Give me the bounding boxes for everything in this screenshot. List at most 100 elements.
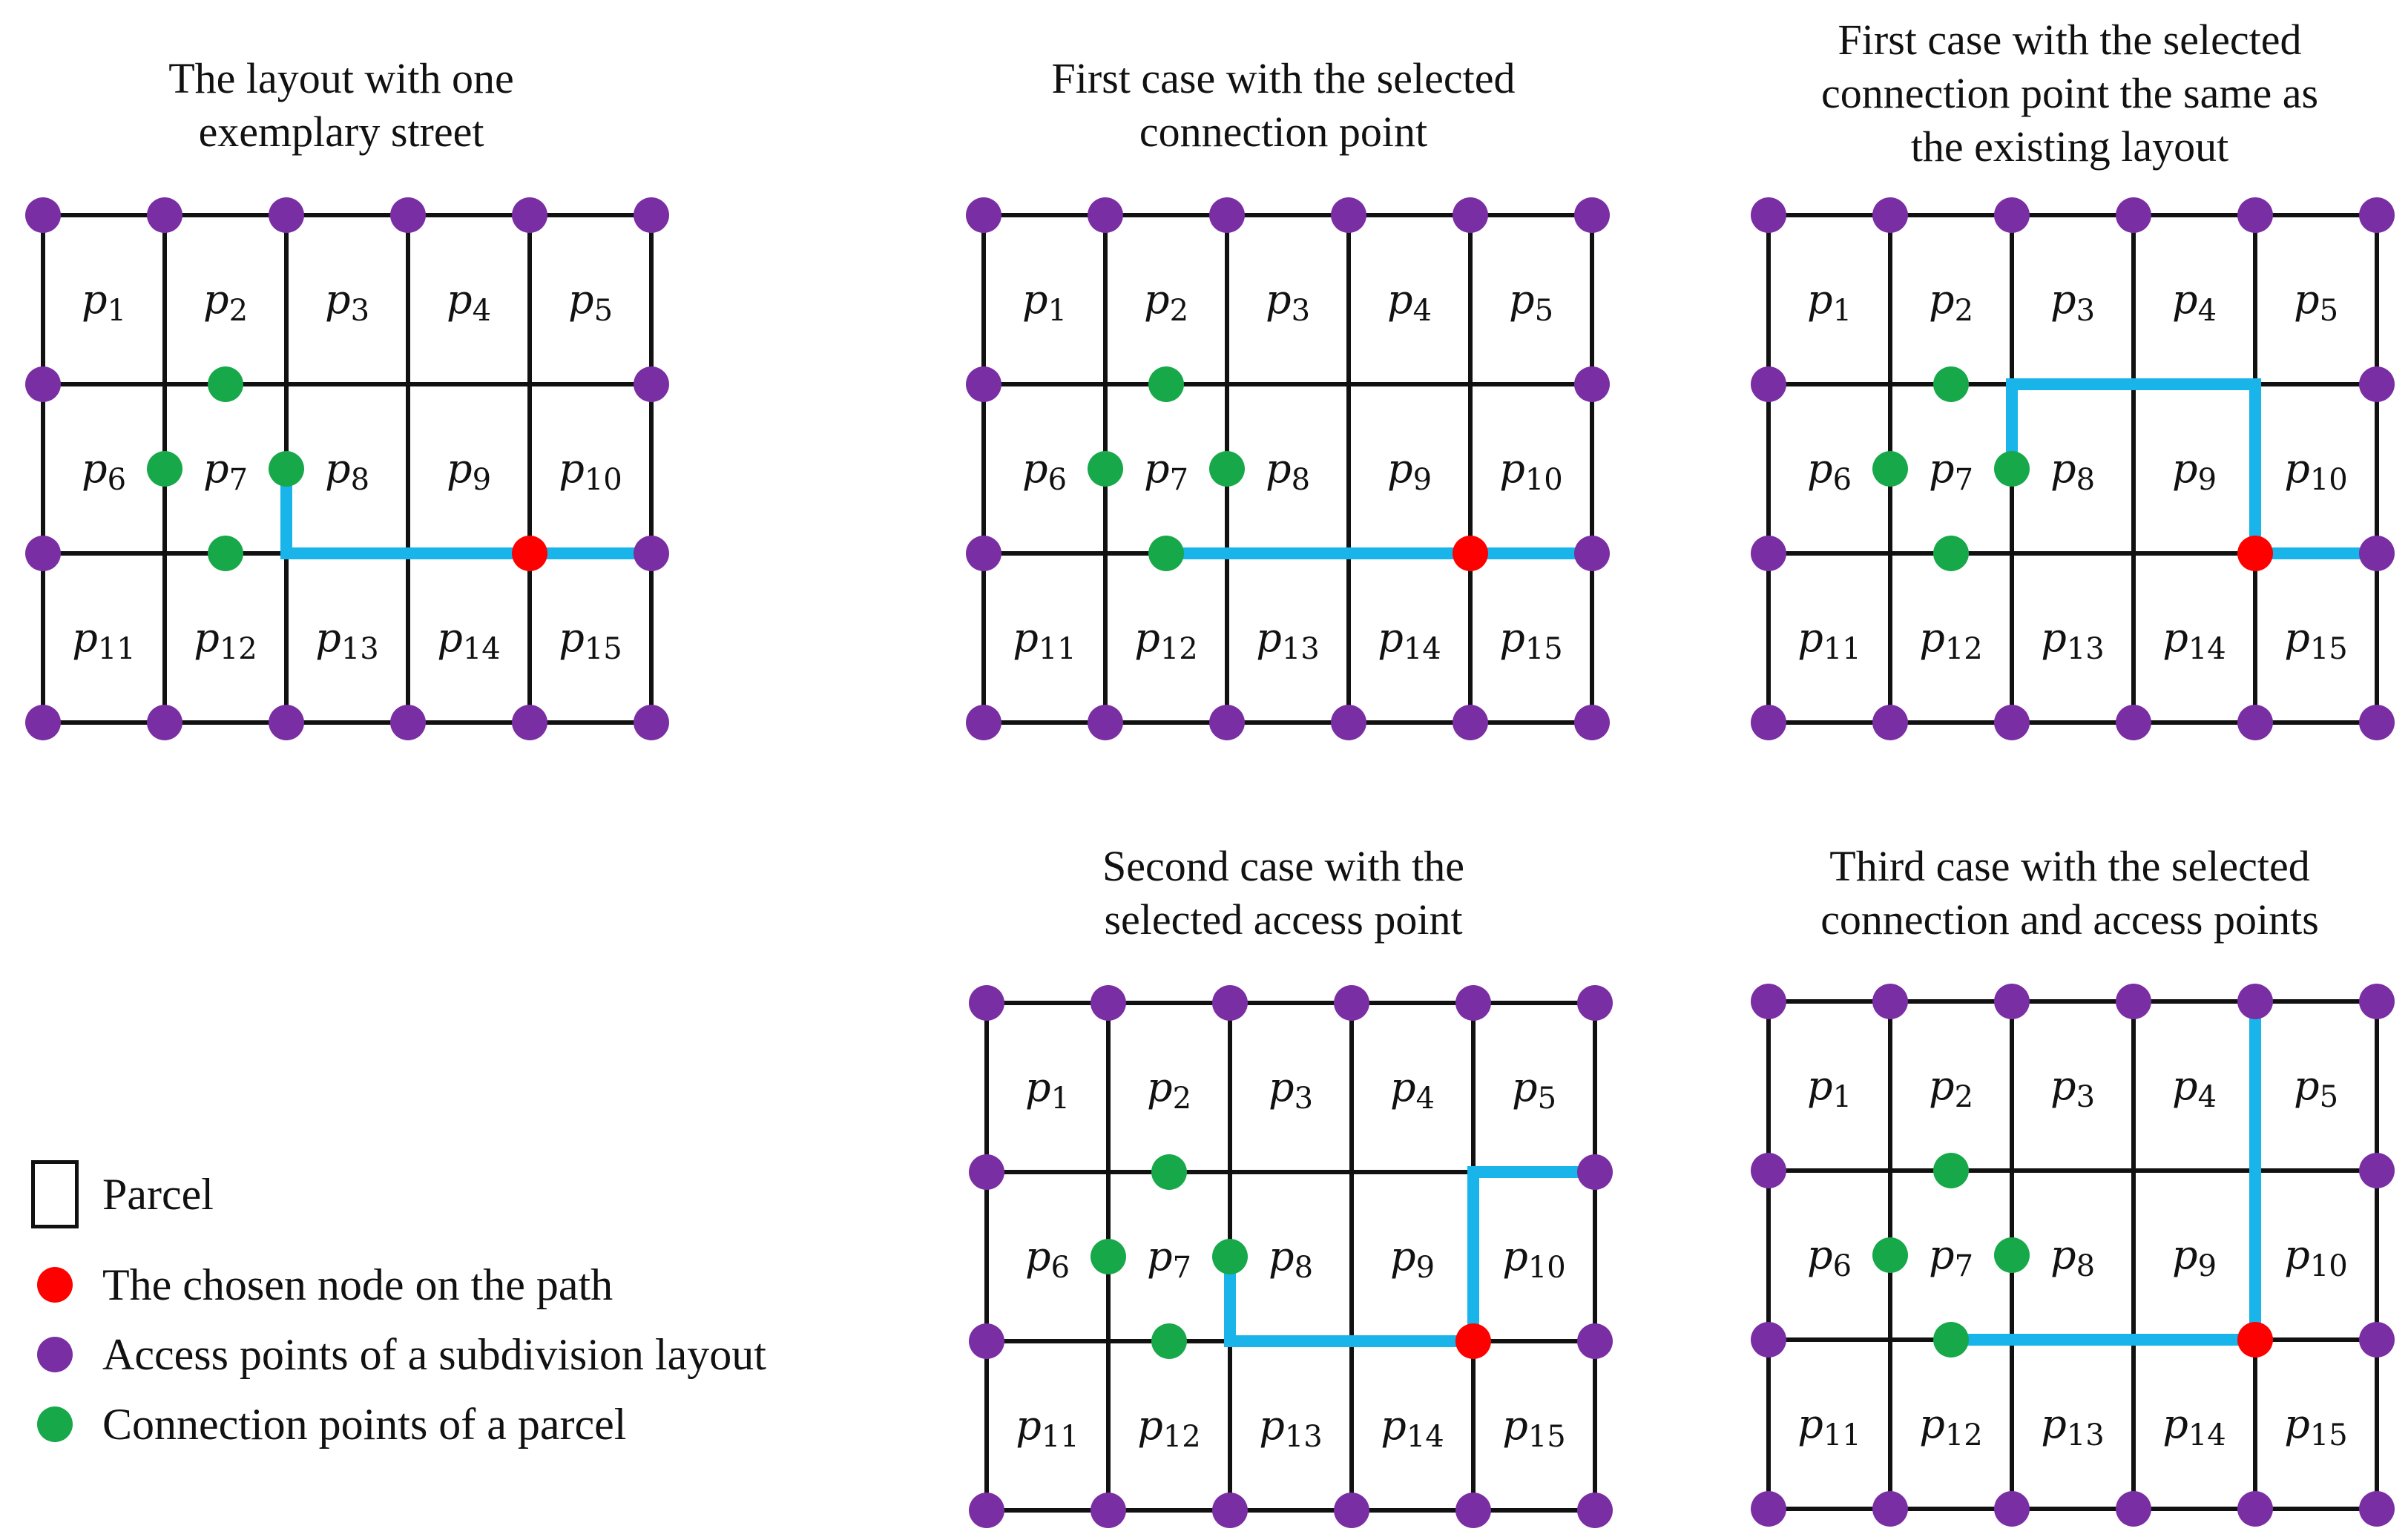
- parcel-label: p12: [1137, 1402, 1200, 1454]
- parcel-label: p13: [2041, 1401, 2104, 1452]
- access-point: [2116, 984, 2151, 1019]
- parcel-label: p5: [2294, 276, 2338, 328]
- connection-point: [269, 451, 304, 487]
- legend-access: Access points of a subdivision layout: [31, 1325, 766, 1384]
- connection-point: [1872, 451, 1908, 487]
- access-point: [1090, 985, 1126, 1021]
- access-point: [390, 705, 426, 740]
- parcel-swatch-icon: [31, 1160, 79, 1228]
- access-point: [2237, 197, 2273, 233]
- access-point: [25, 197, 61, 233]
- parcel-label: p9: [1390, 1233, 1435, 1285]
- parcel-label: p3: [1266, 276, 1310, 328]
- red-dot-icon: [37, 1267, 73, 1303]
- parcel-label: p15: [1499, 614, 1562, 666]
- parcel-label: p14: [1381, 1402, 1444, 1454]
- access-point: [1577, 1493, 1613, 1528]
- connection-point: [1872, 1237, 1908, 1273]
- access-point: [1872, 1491, 1908, 1527]
- access-point: [2237, 705, 2273, 740]
- parcel-label: p9: [2172, 1231, 2217, 1283]
- access-point: [25, 705, 61, 740]
- legend-connection-label: Connection points of a parcel: [102, 1399, 627, 1449]
- connection-point: [1209, 451, 1245, 487]
- parcel-label: p11: [1797, 1401, 1861, 1452]
- access-point: [634, 197, 669, 233]
- connection-point: [147, 451, 182, 487]
- parcel-label: p1: [1807, 1062, 1852, 1114]
- chosen-node: [512, 536, 547, 571]
- chosen-node: [2237, 1322, 2273, 1358]
- parcel-label: p15: [2284, 1401, 2347, 1452]
- title-line: First case with the selected: [1838, 16, 2302, 64]
- access-point: [1088, 705, 1123, 740]
- parcel-label: p13: [315, 614, 378, 666]
- parcel-label: p8: [2050, 445, 2095, 497]
- access-point: [25, 536, 61, 571]
- parcel-label: p1: [1022, 276, 1067, 328]
- access-point: [1751, 1153, 1786, 1188]
- purple-dot-icon: [37, 1337, 73, 1372]
- chosen-node: [2237, 536, 2273, 571]
- legend-parcel: Parcel: [31, 1157, 214, 1231]
- access-point: [1331, 705, 1366, 740]
- parcel-label: p7: [1144, 445, 1188, 497]
- access-point: [1331, 197, 1366, 233]
- access-point: [1872, 705, 1908, 740]
- title-line: exemplary street: [198, 108, 484, 156]
- access-point: [1577, 1323, 1613, 1359]
- connection-point: [1151, 1154, 1187, 1190]
- parcel-label: p6: [1807, 1231, 1852, 1283]
- access-point: [2359, 366, 2395, 402]
- access-point: [966, 705, 1001, 740]
- parcel-label: p11: [1797, 614, 1861, 666]
- parcel-label: p7: [1147, 1233, 1191, 1285]
- access-point: [512, 705, 547, 740]
- parcel-label: p14: [1378, 614, 1441, 666]
- access-point: [1577, 985, 1613, 1021]
- parcel-label: p14: [2162, 1401, 2226, 1452]
- access-point: [1212, 985, 1248, 1021]
- access-point: [1751, 366, 1786, 402]
- parcel-label: p14: [2162, 614, 2226, 666]
- access-point: [1751, 705, 1786, 740]
- title-line: connection point: [1139, 108, 1428, 156]
- access-point: [966, 197, 1001, 233]
- parcel-label: p4: [2172, 276, 2217, 328]
- access-point: [1751, 536, 1786, 571]
- title-line: connection and access points: [1820, 895, 2319, 944]
- parcel-label: p1: [1025, 1064, 1070, 1116]
- panel-title-second-case: Second case with the selected access poi…: [987, 840, 1580, 947]
- connection-point: [1994, 451, 2030, 487]
- title-line: selected access point: [1104, 895, 1463, 944]
- parcel-label: p11: [72, 614, 135, 666]
- access-point: [1994, 984, 2030, 1019]
- parcel-label: p3: [1269, 1064, 1313, 1116]
- parcel-label: p10: [559, 445, 622, 497]
- parcel-label: p3: [325, 276, 369, 328]
- parcel-label: p11: [1016, 1402, 1079, 1454]
- access-point: [969, 1323, 1004, 1359]
- legend-connection: Connection points of a parcel: [31, 1395, 626, 1454]
- parcel-label: p12: [1134, 614, 1197, 666]
- access-point: [969, 985, 1004, 1021]
- access-point: [1751, 984, 1786, 1019]
- title-line: connection point the same as: [1820, 69, 2319, 117]
- access-point: [2116, 197, 2151, 233]
- parcel-label: p8: [1266, 445, 1310, 497]
- access-point: [1212, 1493, 1248, 1528]
- title-line: The layout with one: [168, 54, 514, 102]
- access-point: [2359, 984, 2395, 1019]
- parcel-label: p1: [1807, 276, 1852, 328]
- access-point: [1088, 197, 1123, 233]
- access-point: [147, 197, 182, 233]
- title-line: Third case with the selected: [1829, 842, 2310, 890]
- access-point: [269, 197, 304, 233]
- panel-title-first-case-same: First case with the selected connection …: [1758, 13, 2381, 174]
- access-point: [1751, 197, 1786, 233]
- title-line: the existing layout: [1910, 122, 2229, 171]
- parcel-label: p12: [194, 614, 257, 666]
- connection-point: [1994, 1237, 2030, 1273]
- parcel-label: p4: [1390, 1064, 1435, 1116]
